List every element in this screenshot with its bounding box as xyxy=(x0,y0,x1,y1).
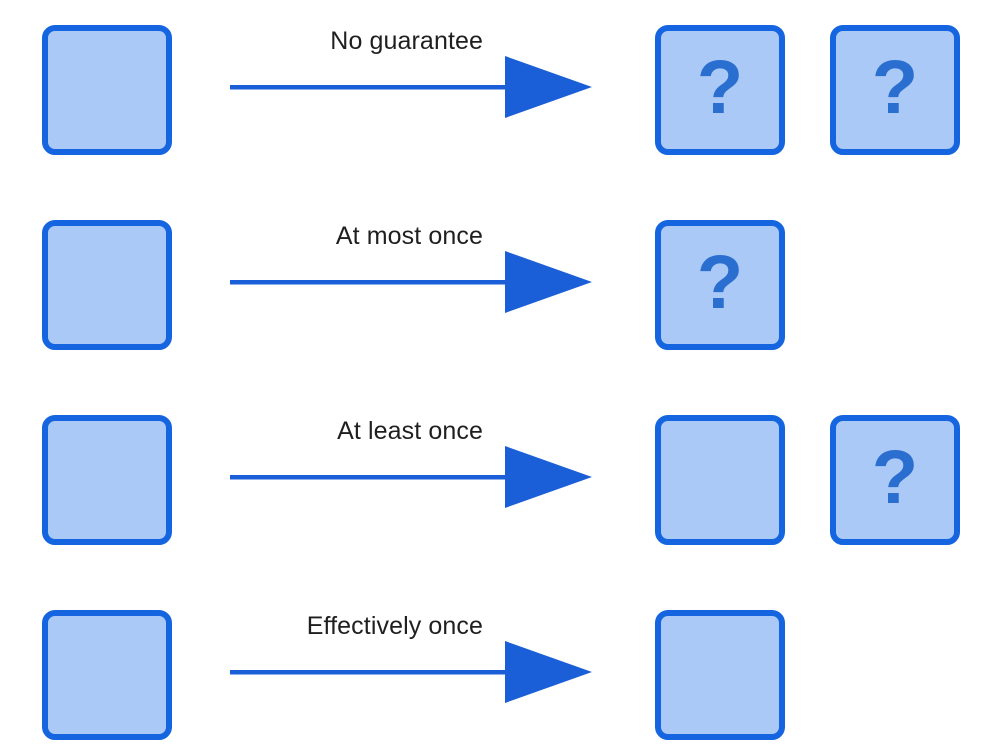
arrow-label-at-most-once: At most once xyxy=(335,222,483,250)
destination-box-1: ? xyxy=(655,25,785,155)
question-mark-icon: ? xyxy=(696,45,744,130)
source-box xyxy=(42,25,172,155)
diagram-row-effectively-once: Effectively once xyxy=(0,585,992,755)
question-mark-icon: ? xyxy=(871,45,919,130)
diagram-row-no-guarantee: No guarantee ? ? xyxy=(0,0,992,195)
question-mark-icon: ? xyxy=(871,435,919,520)
question-mark-icon: ? xyxy=(696,240,744,325)
source-box xyxy=(42,415,172,545)
diagram-row-at-least-once: At least once ? xyxy=(0,390,992,585)
source-box xyxy=(42,610,172,740)
arrow-label-at-least-once: At least once xyxy=(337,417,483,445)
arrow-label-no-guarantee: No guarantee xyxy=(330,27,483,55)
source-box xyxy=(42,220,172,350)
destination-box-1: ? xyxy=(655,220,785,350)
destination-box-1 xyxy=(655,415,785,545)
arrow-label-effectively-once: Effectively once xyxy=(306,612,483,640)
destination-box-1 xyxy=(655,610,785,740)
diagram-row-at-most-once: At most once ? xyxy=(0,195,992,390)
destination-box-2: ? xyxy=(830,25,960,155)
destination-box-2: ? xyxy=(830,415,960,545)
